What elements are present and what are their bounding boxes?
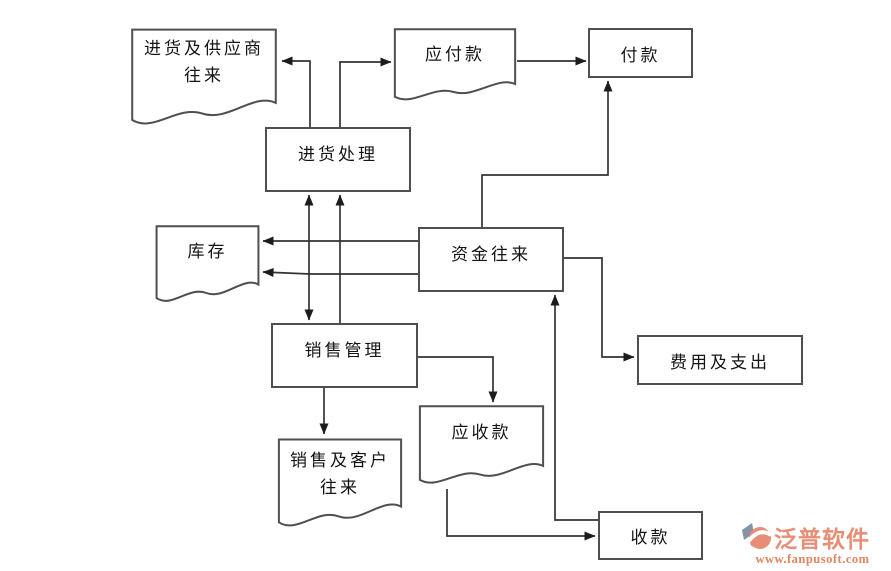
node-label-capital: 资金往来 (451, 245, 531, 264)
edge-sales-to-receivable (418, 356, 498, 403)
node-sales-management: 销售管理 (271, 323, 418, 388)
fanpu-watermark: 泛普软件 www.fanpusoft.com (740, 520, 885, 566)
node-inventory-doc: 库存 (155, 225, 260, 310)
node-label-payable: 应付款 (425, 45, 485, 64)
node-purchase-processing: 进货处理 (265, 127, 411, 192)
node-receipt: 收款 (598, 511, 703, 560)
node-label-expenses: 费用及支出 (670, 352, 770, 372)
edge-receipt-to-capital (550, 294, 598, 521)
edge-purchase-processing-to-supplier-doc (281, 56, 311, 127)
node-label-purchase-supplier: 进货及供应商 往来 (144, 39, 264, 85)
node-capital-transactions: 资金往来 (418, 227, 564, 292)
fanpu-logo-icon (742, 523, 772, 549)
document-shape (418, 405, 545, 492)
edge-capital-to-inventory-lower (262, 267, 418, 277)
node-label-purchase-processing: 进货处理 (298, 145, 378, 164)
edge-capital-to-expenses (564, 257, 635, 362)
edge-purchase-processing-to-payable (339, 57, 392, 127)
node-expenses: 费用及支出 (637, 335, 803, 385)
node-label-sales-management: 销售管理 (304, 341, 385, 360)
node-label-inventory: 库存 (187, 242, 228, 261)
node-purchase-supplier-doc: 进货及供应商 往来 (130, 28, 278, 135)
node-label-sales-customer: 销售及客户 往来 (290, 451, 390, 497)
document-shape (393, 28, 517, 108)
logo-brand-text: 泛普软件 (774, 527, 870, 552)
node-label-receivable: 应收款 (451, 423, 512, 442)
edge-capital-to-payment (481, 80, 613, 227)
logo-url-text: www.fanpusoft.com (755, 552, 870, 566)
node-label-payment: 付款 (620, 45, 661, 65)
node-payable-doc: 应付款 (393, 28, 517, 108)
node-payment: 付款 (588, 28, 693, 78)
document-shape (130, 28, 278, 135)
document-shape (277, 438, 403, 536)
edge-receivable-to-receipt (446, 489, 596, 541)
node-receivable-doc: 应收款 (418, 405, 545, 492)
node-label-receipt: 收款 (630, 528, 671, 547)
node-sales-customer-doc: 销售及客户 往来 (277, 438, 403, 536)
document-shape (155, 225, 260, 310)
